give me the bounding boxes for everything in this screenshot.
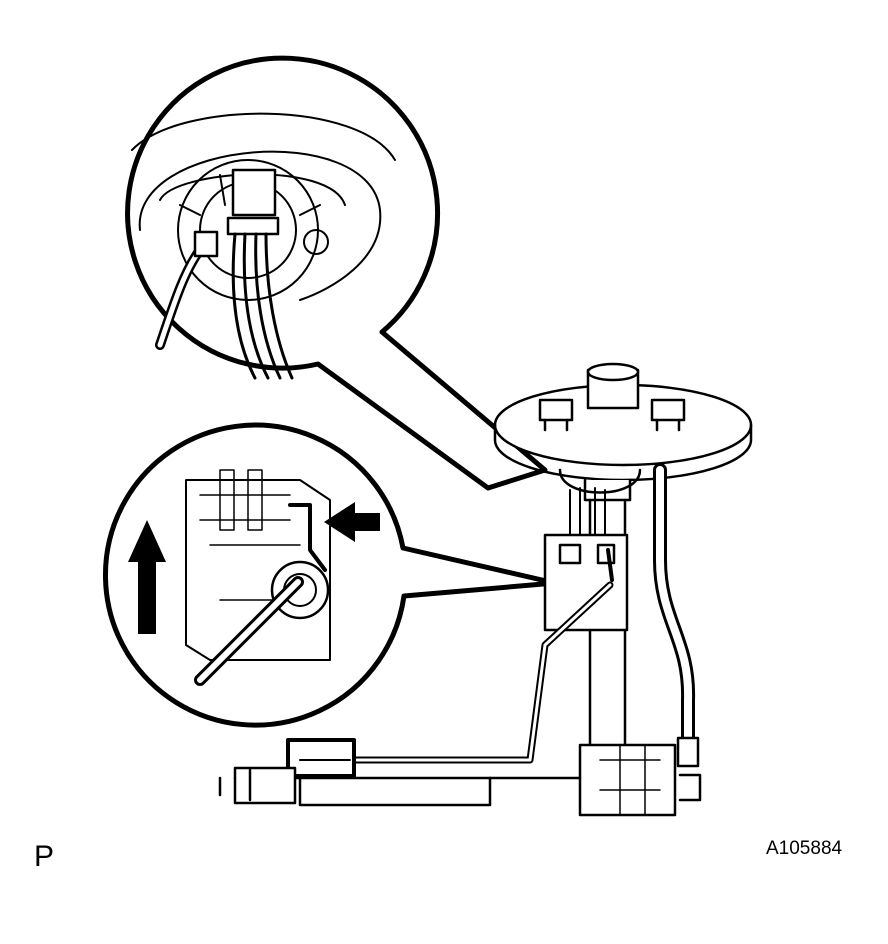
fuel-pump-assembly [218, 362, 753, 817]
bottom-detail-callout [102, 422, 558, 728]
base-bracket [218, 743, 702, 817]
corrugated-hose-closeup [155, 230, 219, 350]
left-arrow-icon [324, 502, 380, 542]
float-arm [286, 581, 614, 778]
flange-closeup [131, 112, 396, 301]
float-arm-closeup [194, 576, 304, 686]
corner-mark-label: P [34, 840, 55, 873]
top-detail-callout [125, 55, 548, 491]
harness-closeup [231, 232, 294, 380]
up-arrow-icon [128, 520, 166, 634]
sender-gauge [543, 487, 629, 632]
flange-plate [493, 362, 753, 482]
figure-id-label: A105884 [766, 838, 843, 859]
fuel-hose [653, 463, 700, 768]
sender-gauge-closeup [185, 469, 331, 661]
